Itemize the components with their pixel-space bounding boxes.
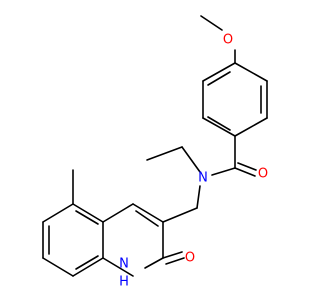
molecule-structure: O O N H N O [42,15,268,290]
bond-ethyl-cc [146,146,183,161]
methoxy-oxygen-label: O [223,33,233,48]
lactam-oxygen-label: O [185,251,195,266]
methoxyphenyl-ring [202,62,268,137]
benzo-ring [42,203,104,277]
bond-carbonyl-n [211,167,236,176]
ring-nh-hydrogen-label: H [119,275,129,290]
bond-carbonyl-o [234,167,256,177]
bond-methyl-methoxy [200,15,223,31]
quinolinone-ring [102,203,185,277]
bond-n-ethyl [181,146,201,173]
bond-n-methylene [196,185,201,209]
bond-carbonyl-o-double [237,162,257,171]
carbonyl-oxygen-label: O [258,167,268,182]
ring-nitrogen-label: N [119,257,129,272]
amide-nitrogen-label: N [198,171,208,186]
bond-methylene-ring [162,207,198,223]
